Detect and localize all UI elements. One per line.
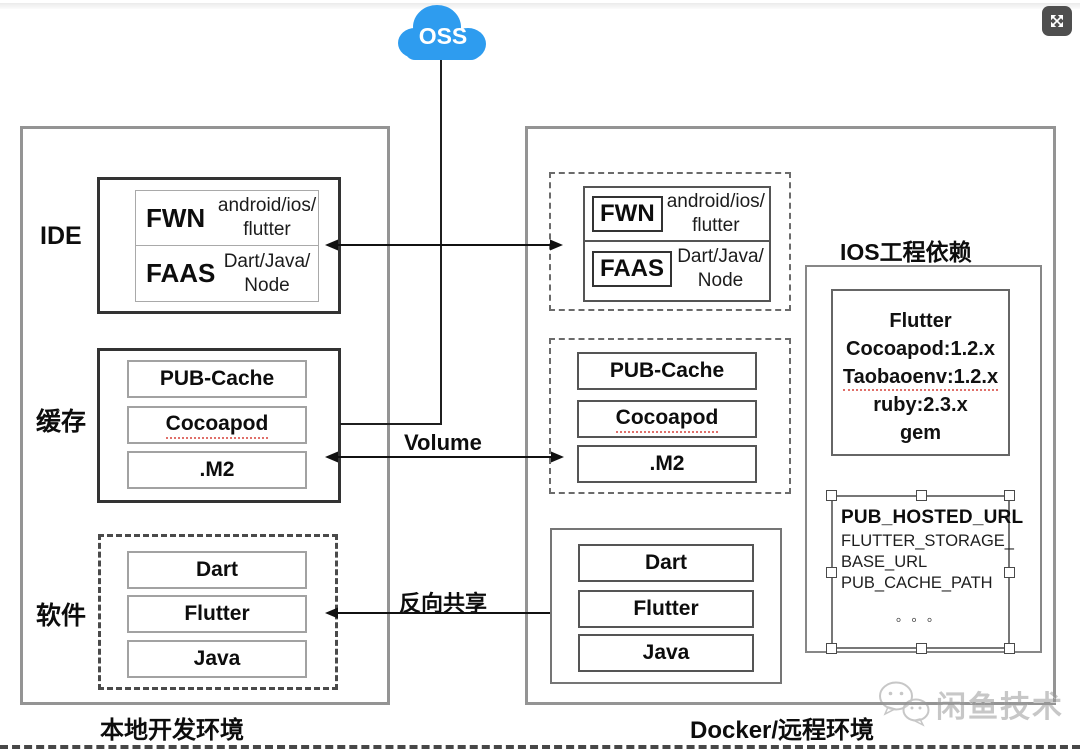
- item-label: .M2: [199, 458, 235, 481]
- env-var-line: PUB_CACHE_PATH: [841, 574, 993, 592]
- version-line: ruby:2.3.x: [873, 394, 968, 416]
- selection-handle-top-left[interactable]: [826, 490, 837, 501]
- fwn-value-line2: flutter: [692, 215, 740, 236]
- fwn-value-line2: flutter: [243, 219, 291, 240]
- item-label: Java: [193, 647, 241, 670]
- local-ide-box: FWN android/ios/ flutter FAAS Dart/Java/…: [97, 177, 341, 314]
- faas-label: FAAS: [592, 251, 673, 287]
- selection-handle-top-middle[interactable]: [915, 490, 927, 501]
- ios-versions-box: Flutter Cocoapod:1.2.x Taobaoenv:1.2.x r…: [831, 289, 1010, 456]
- software-section-label: 软件: [36, 602, 87, 630]
- remote-software-item-flutter: Flutter: [578, 590, 754, 628]
- item-label: Cocoapod: [165, 412, 269, 439]
- table-row: FAAS Dart/Java/ Node: [585, 242, 769, 296]
- local-software-item-dart: Dart: [127, 551, 307, 589]
- watermark-text: 闲鱼技术: [936, 691, 1064, 724]
- local-cache-item-m2: .M2: [127, 451, 307, 489]
- chat-bubbles-icon: [879, 681, 930, 727]
- selection-handle-top-right[interactable]: [1004, 490, 1015, 501]
- selection-handle-bottom-middle[interactable]: [915, 643, 927, 654]
- env-var-line: FLUTTER_STORAGE_: [841, 532, 1014, 550]
- fwn-value-line1: android/ios/: [217, 195, 317, 216]
- expand-button[interactable]: [1042, 6, 1072, 36]
- table-row: FWN android/ios/ flutter: [136, 191, 318, 246]
- version-line: Cocoapod:1.2.x: [846, 338, 995, 360]
- bottom-dashed-line: [0, 745, 1080, 749]
- selection-handle-bottom-left[interactable]: [826, 643, 837, 654]
- fwn-label: FWN: [592, 196, 663, 232]
- item-label: Java: [642, 641, 690, 664]
- volume-arrow-label: Volume: [404, 430, 482, 455]
- ellipsis-text: 。。。: [895, 609, 949, 624]
- cache-section-label: 缓存: [36, 408, 87, 436]
- version-line: gem: [899, 422, 942, 444]
- top-divider: [0, 3, 1080, 9]
- faas-label: FAAS: [146, 258, 216, 288]
- remote-cache-item-m2: .M2: [577, 445, 757, 483]
- env-var-primary: PUB_HOSTED_URL: [841, 507, 1024, 528]
- version-line: Flutter: [889, 310, 952, 332]
- ios-env-vars-box[interactable]: PUB_HOSTED_URL FLUTTER_STORAGE_ BASE_URL…: [826, 490, 1024, 654]
- cloud-icon: [398, 5, 486, 60]
- local-cache-item-pub-cache: PUB-Cache: [127, 360, 307, 398]
- selection-handle-middle-right[interactable]: [1004, 567, 1015, 578]
- fwn-value: android/ios/ flutter: [216, 194, 318, 242]
- item-label: Dart: [644, 551, 687, 574]
- fwn-value-line1: android/ios/: [666, 191, 765, 212]
- selection-handle-bottom-right[interactable]: [1004, 643, 1015, 654]
- faas-value: Dart/Java/ Node: [672, 245, 769, 293]
- local-fwn-faas-table: FWN android/ios/ flutter FAAS Dart/Java/…: [135, 190, 319, 302]
- faas-value-line1: Dart/Java/: [677, 246, 764, 267]
- table-row: FAAS Dart/Java/ Node: [136, 246, 318, 301]
- item-label: Cocoapod: [615, 406, 719, 433]
- fwn-value: android/ios/ flutter: [663, 190, 769, 238]
- item-label: Flutter: [184, 602, 250, 625]
- local-software-item-java: Java: [127, 640, 307, 678]
- item-label: PUB-Cache: [159, 367, 275, 390]
- ios-deps-title: IOS工程依赖: [840, 239, 972, 265]
- faas-value: Dart/Java/ Node: [216, 250, 318, 298]
- cloud-label: OSS: [418, 23, 468, 49]
- item-label: Dart: [195, 558, 238, 581]
- item-label: PUB-Cache: [609, 359, 725, 382]
- remote-cache-item-cocoapod: Cocoapod: [577, 400, 757, 438]
- version-line: Taobaoenv:1.2.x: [833, 363, 1008, 391]
- table-row: FWN android/ios/ flutter: [585, 188, 769, 242]
- faas-value-line1: Dart/Java/: [223, 250, 311, 272]
- ide-section-label: IDE: [40, 222, 82, 250]
- remote-software-item-java: Java: [578, 634, 754, 672]
- local-software-item-flutter: Flutter: [127, 595, 307, 633]
- selection-handle-middle-left[interactable]: [826, 567, 837, 578]
- watermark: 闲鱼技术: [876, 680, 1064, 728]
- expand-icon: [1051, 15, 1063, 27]
- remote-cache-item-pub-cache: PUB-Cache: [577, 352, 757, 390]
- item-label: Flutter: [633, 597, 699, 620]
- local-cache-item-cocoapod: Cocoapod: [127, 406, 307, 444]
- oss-cloud: OSS: [393, 2, 493, 64]
- remote-fwn-faas-table: FWN android/ios/ flutter FAAS Dart/Java/…: [583, 186, 771, 302]
- local-env-caption: 本地开发环境: [100, 717, 244, 744]
- remote-env-caption: Docker/远程环境: [690, 717, 875, 744]
- item-label: .M2: [649, 452, 685, 475]
- faas-value-line2: Node: [244, 274, 290, 296]
- reverse-share-arrow-label: 反向共享: [399, 591, 488, 616]
- fwn-label: FWN: [146, 202, 206, 233]
- env-var-line: BASE_URL: [841, 553, 928, 571]
- remote-software-item-dart: Dart: [578, 544, 754, 582]
- version-line-text: Taobaoenv:1.2.x: [842, 366, 999, 391]
- remote-ide-box: FWN android/ios/ flutter FAAS Dart/Java/…: [549, 172, 791, 311]
- faas-value-line2: Node: [697, 270, 744, 291]
